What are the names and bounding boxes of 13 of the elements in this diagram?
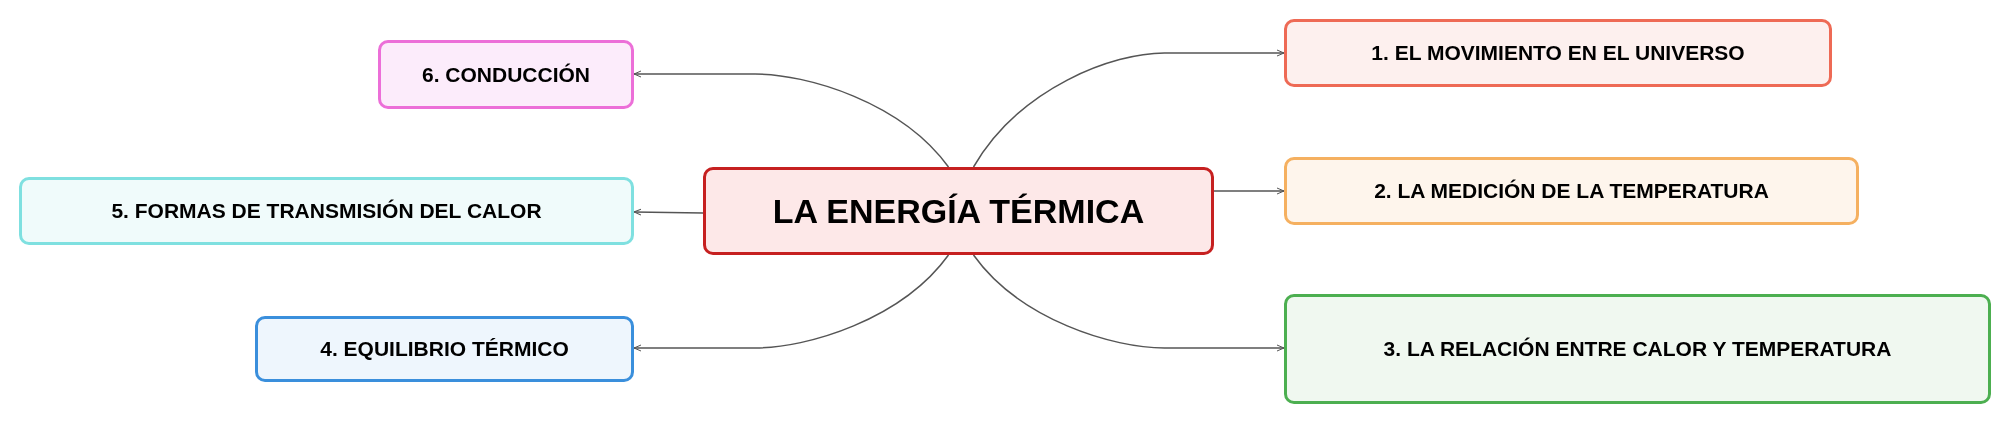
central-topic-box: LA ENERGÍA TÉRMICA xyxy=(703,167,1214,255)
subtopic-box: 2. LA MEDICIÓN DE LA TEMPERATURA xyxy=(1284,157,1859,225)
subtopic-box: 5. FORMAS DE TRANSMISIÓN DEL CALOR xyxy=(19,177,634,245)
subtopic-box: 4. EQUILIBRIO TÉRMICO xyxy=(255,316,634,382)
connector-arrow xyxy=(633,254,950,352)
subtopic-box: 1. EL MOVIMIENTO EN EL UNIVERSO xyxy=(1284,19,1832,87)
connector-arrow xyxy=(972,254,1285,352)
subtopic-box: 3. LA RELACIÓN ENTRE CALOR Y TEMPERATURA xyxy=(1284,294,1991,404)
connector-arrow xyxy=(633,70,950,168)
subtopic-box: 6. CONDUCCIÓN xyxy=(378,40,634,109)
connector-arrow xyxy=(1213,187,1285,195)
connector-arrow xyxy=(633,208,704,216)
connector-arrow xyxy=(972,49,1285,168)
